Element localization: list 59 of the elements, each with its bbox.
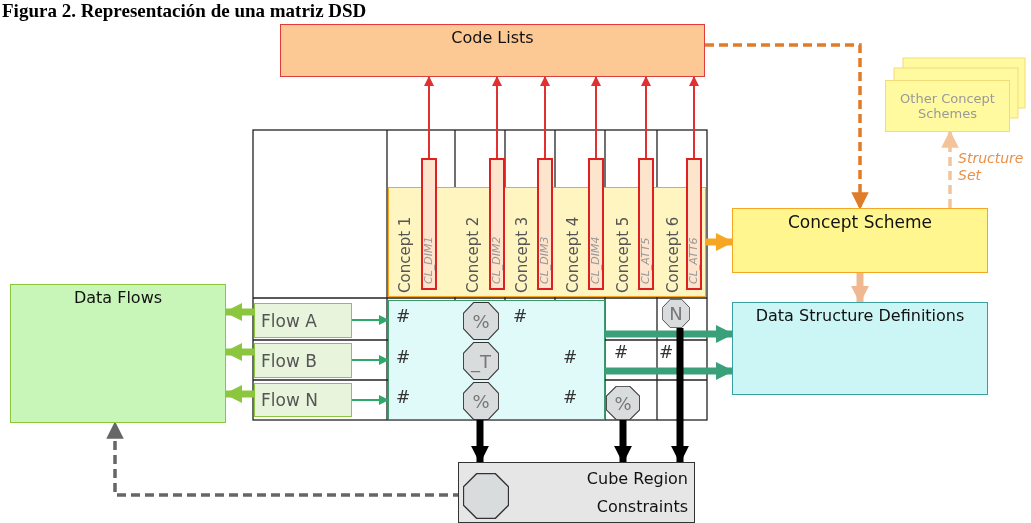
constraint-octagon: _T xyxy=(463,342,499,380)
concept-scheme-box: Concept Scheme xyxy=(732,208,988,273)
block-arrow xyxy=(613,420,633,464)
constraint-octagon: % xyxy=(463,382,499,420)
block-arrow xyxy=(605,324,734,344)
flow-box: Flow B xyxy=(254,343,352,378)
flow-box: Flow N xyxy=(254,383,352,417)
matrix-band xyxy=(388,300,605,420)
arrow xyxy=(351,355,389,365)
block-arrow xyxy=(470,419,490,464)
constraint-octagon: % xyxy=(606,386,640,420)
arrow xyxy=(540,76,550,159)
box-title: Cube Region Constraints xyxy=(585,467,688,518)
hash-mark: # xyxy=(614,342,629,362)
concept-column: Concept 1 xyxy=(389,189,422,297)
hash-mark: # xyxy=(659,342,674,362)
block-arrow xyxy=(706,232,734,252)
code-list-bar: CL_ATT5 xyxy=(638,158,654,290)
code-lists-box: Code Lists xyxy=(280,24,705,77)
constraint-octagon xyxy=(463,473,509,519)
arrow xyxy=(689,76,699,159)
figure-title: Figura 2. Representación de una matriz DSD xyxy=(2,0,367,22)
dashed-arrow xyxy=(705,43,869,210)
block-arrow xyxy=(670,328,690,464)
code-list-bar: CL_DIM2 xyxy=(489,158,505,290)
arrow xyxy=(641,76,651,159)
block-arrow xyxy=(224,302,254,322)
dashed-arrow xyxy=(941,130,959,208)
block-arrow xyxy=(850,273,870,304)
code-list-bar: CL_DIM4 xyxy=(588,158,604,290)
arrow xyxy=(351,315,389,325)
code-list-bar: CL_DIM3 xyxy=(537,158,553,290)
hash-mark: # xyxy=(513,306,528,326)
hash-mark: # xyxy=(563,387,578,407)
arrow xyxy=(351,395,389,405)
concept-schemes-sheet: Other Concept Schemes xyxy=(885,80,1010,132)
block-arrow xyxy=(224,384,254,404)
block-arrow xyxy=(224,342,254,362)
code-list-bar: CL_DIM1 xyxy=(421,158,437,290)
concept-column: Concept 2 xyxy=(457,189,490,297)
block-arrow xyxy=(605,361,734,381)
concept-column: Concept 6 xyxy=(659,189,687,297)
concept-column: Concept 3 xyxy=(507,189,538,297)
data-flows-box: Data Flows xyxy=(10,284,226,423)
concept-column: Concept 4 xyxy=(557,189,589,297)
hash-mark: # xyxy=(396,306,411,326)
data-structure-box: Data Structure Definitions xyxy=(732,302,988,395)
constraints-box xyxy=(458,462,695,523)
arrow xyxy=(591,76,601,159)
arrow xyxy=(492,76,502,159)
code-list-bar: CL_ATT6 xyxy=(686,158,702,290)
flow-box: Flow A xyxy=(254,303,352,338)
hash-mark: # xyxy=(396,347,411,367)
hash-mark: # xyxy=(396,387,411,407)
hash-mark: # xyxy=(563,347,578,367)
constraint-octagon: N xyxy=(662,299,690,328)
constraint-octagon: % xyxy=(463,302,499,340)
arrow xyxy=(424,76,434,159)
concept-column: Concept 5 xyxy=(607,189,639,297)
